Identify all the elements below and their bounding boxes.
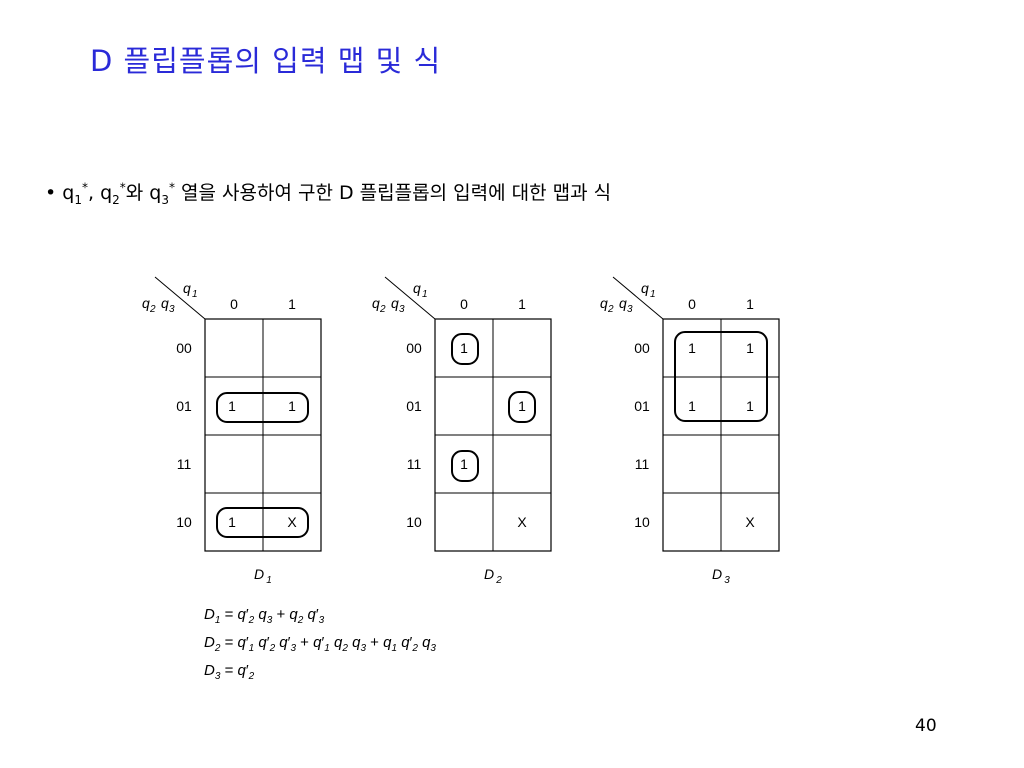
bullet-marker: •: [45, 182, 57, 204]
kmap-name-sub: 3: [724, 575, 730, 586]
col-label: 1: [288, 296, 296, 312]
kmap-corner-line: [612, 276, 664, 320]
col-var-sub: 1: [650, 289, 656, 300]
kmap-cell-value: 1: [460, 340, 468, 356]
slide-title: D 플립플롭의 입력 맵 및 식: [90, 44, 442, 78]
col-var-sub: 1: [422, 289, 428, 300]
row-label: 11: [635, 456, 650, 472]
row-label: 10: [176, 514, 192, 530]
kmap-group-loop: [451, 450, 479, 482]
kmap-name: D: [712, 566, 722, 582]
kmap-cell-value: 1: [746, 398, 754, 414]
kmap-group-loop: [451, 333, 479, 365]
kmap-corner-line: [154, 276, 206, 320]
kmap-cell-value: X: [517, 514, 527, 530]
kmap-group-loop: [216, 392, 309, 423]
kmap-cell-value: 1: [460, 456, 468, 472]
row-label: 11: [177, 456, 192, 472]
row-var-sub: 3: [399, 304, 405, 315]
kmap-group-loop: [674, 331, 768, 422]
col-label: 1: [746, 296, 754, 312]
row-label: 10: [406, 514, 422, 530]
kmap-name-sub: 1: [266, 575, 272, 586]
row-label: 01: [176, 398, 192, 414]
kmap-cell-value: X: [745, 514, 755, 530]
col-label: 1: [518, 296, 526, 312]
kmap-name: D: [484, 566, 494, 582]
row-label: 10: [634, 514, 650, 530]
kmap-cell-value: X: [287, 514, 297, 530]
kmap-cell-value: 1: [518, 398, 526, 414]
row-var-label: q: [372, 295, 380, 311]
col-var-sub: 1: [192, 289, 198, 300]
kmap-cell-value: 1: [228, 514, 236, 530]
col-label: 0: [230, 296, 238, 312]
equation-d3: D3 = q′2: [204, 662, 255, 682]
kmap-group-loop: [508, 391, 536, 423]
col-label: 0: [688, 296, 696, 312]
equations: D1 = q′2 q3 + q2 q′3 D2 = q′1 q′2 q′3 + …: [204, 604, 436, 688]
row-var-sub: 3: [169, 304, 175, 315]
row-label: 00: [406, 340, 422, 356]
row-label: 00: [176, 340, 192, 356]
col-var-label: q: [183, 280, 191, 296]
equation-d2: D2 = q′1 q′2 q′3 + q′1 q2 q3 + q1 q′2 q3: [204, 634, 436, 654]
equation-d1: D1 = q′2 q3 + q2 q′3: [204, 606, 325, 626]
row-label: 01: [406, 398, 422, 414]
row-var-sub: 2: [149, 304, 156, 315]
kmap-cell-value: 1: [746, 340, 754, 356]
kmap-corner-line: [384, 276, 436, 320]
row-label: 01: [634, 398, 650, 414]
kmap-group-loop: [216, 507, 309, 538]
row-var-label: q: [161, 295, 169, 311]
row-var-label: q: [142, 295, 150, 311]
bullet-text: • q1*, q2*와 q3* 열을 사용하여 구한 D 플립플롭의 입력에 대…: [45, 180, 612, 207]
kmap-name: D: [254, 566, 264, 582]
page-number: 40: [915, 716, 937, 736]
row-var-label: q: [619, 295, 627, 311]
kmap-cell-value: 1: [288, 398, 296, 414]
row-label: 11: [407, 456, 422, 472]
row-var-label: q: [391, 295, 399, 311]
kmap-cell-value: 1: [688, 398, 696, 414]
kmap-cell-value: 1: [228, 398, 236, 414]
row-var-sub: 2: [607, 304, 614, 315]
row-label: 00: [634, 340, 650, 356]
col-var-label: q: [413, 280, 421, 296]
row-var-sub: 2: [379, 304, 386, 315]
kmap-name-sub: 2: [495, 575, 502, 586]
col-var-label: q: [641, 280, 649, 296]
kmap-cell-value: 1: [688, 340, 696, 356]
row-var-label: q: [600, 295, 608, 311]
col-label: 0: [460, 296, 468, 312]
row-var-sub: 3: [627, 304, 633, 315]
